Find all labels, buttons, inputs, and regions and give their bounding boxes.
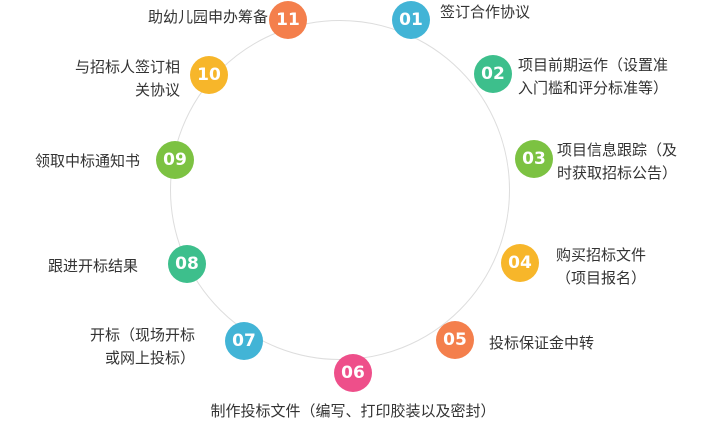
step-11-label: 助幼儿园申办筹备 xyxy=(147,8,268,26)
step-05-label: 投标保证金中转 xyxy=(489,334,595,352)
step-04-badge[interactable]: 04 xyxy=(501,244,539,282)
step-07-badge[interactable]: 07 xyxy=(225,322,263,360)
step-08-badge[interactable]: 08 xyxy=(168,245,206,283)
step-09-badge[interactable]: 09 xyxy=(156,141,194,179)
step-03-badge[interactable]: 03 xyxy=(515,140,553,178)
step-06-badge[interactable]: 06 xyxy=(334,354,372,392)
step-05-badge[interactable]: 05 xyxy=(436,321,474,359)
step-01-badge[interactable]: 01 xyxy=(392,1,430,39)
step-02-label: 项目前期运作（设置准 入门槛和评分标准等） xyxy=(518,56,669,97)
step-08-label: 跟进开标结果 xyxy=(47,257,138,275)
step-03-label: 项目信息跟踪（及 时获取招标公告） xyxy=(557,141,678,182)
step-04-label: 购买招标文件 （项目报名） xyxy=(556,246,647,287)
step-10-label: 与招标人签订相 关协议 xyxy=(74,58,180,99)
step-01-label: 签订合作协议 xyxy=(440,3,531,21)
step-10-badge[interactable]: 10 xyxy=(190,56,228,94)
step-07-label: 开标（现场开标 或网上投标） xyxy=(89,326,195,367)
step-09-label: 领取中标通知书 xyxy=(34,152,140,170)
step-02-badge[interactable]: 02 xyxy=(474,55,512,93)
step-06-label: 制作投标文件（编写、打印胶装以及密封） xyxy=(210,402,496,420)
step-11-badge[interactable]: 11 xyxy=(269,1,307,39)
